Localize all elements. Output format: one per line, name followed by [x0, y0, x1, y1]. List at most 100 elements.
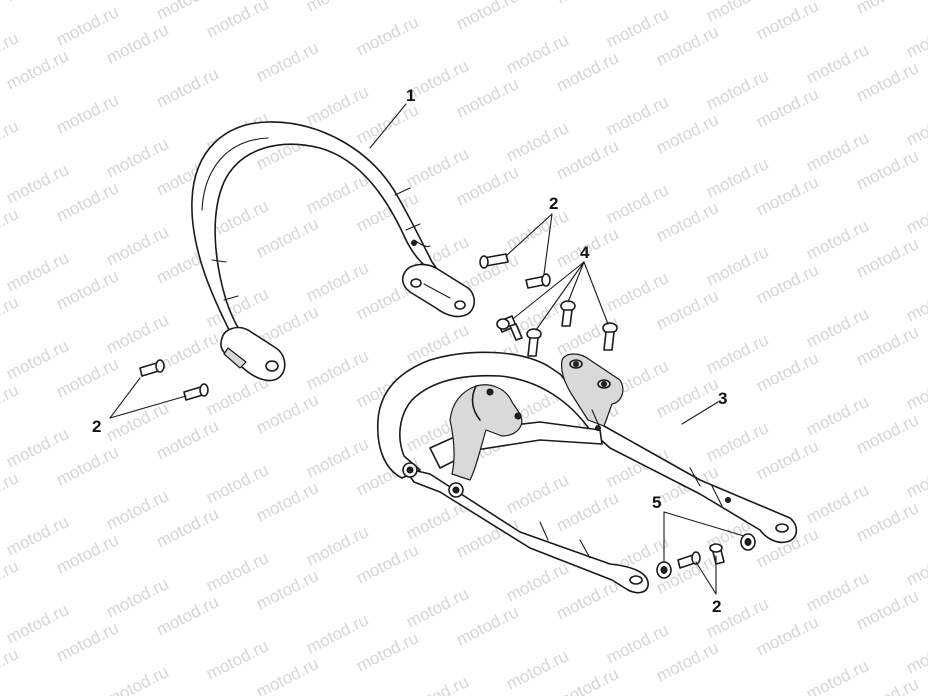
bolt-part-2-bottom-b [709, 543, 725, 565]
watermark-text: motod.ru [153, 64, 221, 111]
watermark-text: motod.ru [0, 468, 22, 515]
watermark-text: motod.ru [3, 424, 71, 471]
watermark-text: motod.ru [603, 4, 671, 51]
watermark-text: motod.ru [303, 258, 371, 305]
watermark-text: motod.ru [103, 486, 171, 533]
watermark-text: motod.ru [853, 146, 921, 193]
watermark-text: motod.ru [753, 436, 821, 483]
bolt-part-2-left-b [183, 383, 209, 401]
watermark-text: motod.ru [903, 454, 928, 501]
watermark-text: motod.ru [653, 638, 721, 685]
watermark-text: motod.ru [103, 310, 171, 357]
washer-part-5-a [656, 561, 672, 579]
watermark-text: motod.ru [753, 348, 821, 395]
watermark-text: motod.ru [403, 584, 471, 631]
rear-subframe-part-3 [376, 351, 798, 594]
watermark-text: motod.ru [153, 592, 221, 639]
watermark-text: motod.ru [503, 30, 571, 77]
watermark-text: motod.ru [653, 22, 721, 69]
watermark-text: motod.ru [703, 242, 771, 289]
leader-lines [109, 103, 745, 595]
watermark-text: motod.ru [303, 610, 371, 657]
watermark-text: motod.ru [803, 656, 871, 696]
watermark-text: motod.ru [853, 410, 921, 457]
watermark-text: motod.ru [803, 216, 871, 263]
watermark-text: motod.ru [53, 530, 121, 577]
watermark-text: motod.ru [303, 0, 371, 16]
watermark-text: motod.ru [903, 190, 928, 237]
watermark-text: motod.ru [3, 512, 71, 559]
watermark-text: motod.ru [653, 374, 721, 421]
watermark-text: motod.ru [603, 268, 671, 315]
bolt-part-2-bottom-a [677, 551, 701, 569]
watermark-text: motod.ru [0, 556, 22, 603]
watermark-text: motod.ru [803, 480, 871, 527]
watermark-text: motod.ru [253, 478, 321, 525]
watermark-text: motod.ru [403, 672, 471, 696]
watermark-text: motod.ru [153, 416, 221, 463]
watermark-text: motod.ru [553, 136, 621, 183]
watermark-text: motod.ru [3, 600, 71, 647]
callout-3: 3 [718, 389, 727, 408]
watermark-text: motod.ru [103, 398, 171, 445]
watermark-text: motod.ru [753, 172, 821, 219]
bolt-part-2-top-b [525, 273, 551, 289]
watermark-text: motod.ru [303, 82, 371, 129]
watermark-text: motod.ru [253, 38, 321, 85]
watermark-text: motod.ru [103, 574, 171, 621]
watermark-text: motod.ru [203, 0, 271, 42]
bolt-part-2-top-a [479, 253, 509, 269]
flange-bolt-part-4-b [526, 328, 542, 357]
watermark-text: motod.ru [903, 630, 928, 677]
watermark-text: motod.ru [753, 612, 821, 659]
watermark-text: motod.ru [403, 144, 471, 191]
watermark-text: motod.ru [253, 566, 321, 613]
watermark-text: motod.ru [353, 628, 421, 675]
watermark-text: motod.ru [753, 0, 821, 44]
callout-5: 5 [652, 493, 661, 512]
watermark-text: motod.ru [453, 74, 521, 121]
watermark-text: motod.ru [803, 568, 871, 615]
watermark-text: motod.ru [803, 128, 871, 175]
watermark-text: motod.ru [53, 178, 121, 225]
watermark-text: motod.ru [3, 248, 71, 295]
watermark-text: motod.ru [3, 46, 71, 93]
watermark-text: motod.ru [303, 346, 371, 393]
watermark-text: motod.ru [603, 92, 671, 139]
watermark-text: motod.ru [53, 442, 121, 489]
watermark-text: motod.ru [653, 110, 721, 157]
watermark-text: motod.ru [503, 206, 571, 253]
watermark-text: motod.ru [0, 116, 22, 163]
watermark-text: motod.ru [0, 644, 22, 691]
callout-4: 4 [580, 243, 590, 262]
callout-2-top: 2 [549, 194, 558, 213]
watermark-text: motod.ru [703, 154, 771, 201]
watermark-text: motod.ru [753, 84, 821, 131]
watermark-text: motod.ru [303, 170, 371, 217]
watermark-text: motod.ru [253, 390, 321, 437]
watermark-text: motod.ru [853, 586, 921, 633]
flange-bolt-part-4-c [560, 300, 576, 327]
watermark-text: motod.ru [903, 542, 928, 589]
watermark-text: motod.ru [703, 418, 771, 465]
watermark-text: motod.ru [353, 100, 421, 147]
watermark-text: motod.ru [553, 48, 621, 95]
watermark-text: motod.ru [353, 540, 421, 587]
watermark-text: motod.ru [903, 102, 928, 149]
watermark-text: motod.ru [3, 0, 71, 6]
watermark-text: motod.ru [903, 366, 928, 413]
watermark-text: motod.ru [453, 0, 521, 34]
grab-rail-part-1 [191, 121, 475, 382]
watermark-text: motod.ru [103, 662, 171, 696]
watermark-text: motod.ru [803, 304, 871, 351]
watermark-text: motod.ru [903, 278, 928, 325]
watermark-text: motod.ru [0, 380, 22, 427]
watermark-text: motod.ru [53, 266, 121, 313]
flange-bolt-part-4-a [496, 315, 523, 341]
watermark-text: motod.ru [503, 118, 571, 165]
callout-2-left: 2 [92, 417, 101, 436]
watermark-text: motod.ru [553, 664, 621, 696]
watermark-text: motod.ru [703, 330, 771, 377]
